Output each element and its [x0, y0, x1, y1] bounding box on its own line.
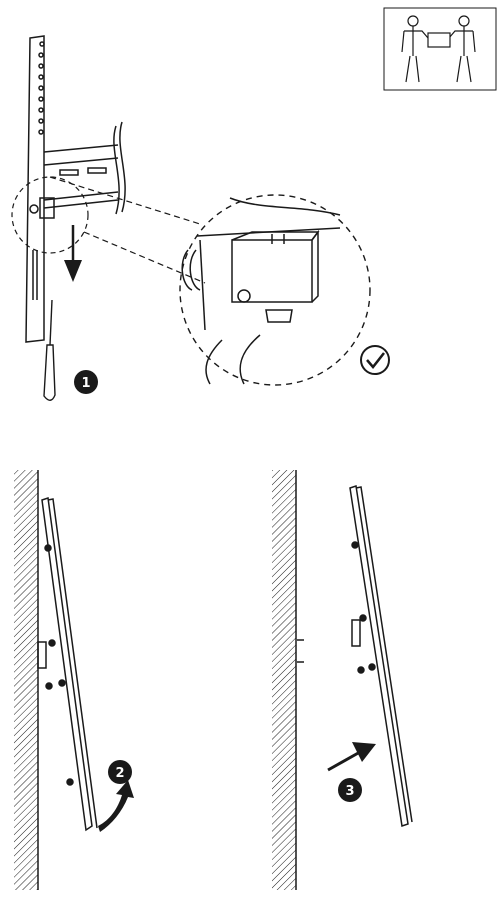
magnified-clip-view	[179, 194, 371, 386]
screwdriver-icon	[43, 299, 56, 401]
step3-wall-view	[272, 470, 413, 890]
step-number-1: 1	[81, 376, 90, 391]
two-person-lift-icon	[383, 7, 497, 91]
step-badge-3: 3	[338, 778, 362, 802]
push-arrow	[327, 742, 376, 772]
step-badge-1: 1	[74, 370, 98, 394]
step-badge-2: 2	[108, 760, 132, 784]
bracket-holes	[38, 41, 45, 135]
down-arrow	[64, 225, 82, 282]
checkmark-icon	[360, 345, 390, 375]
step-number-3: 3	[345, 784, 354, 799]
tilt-arrow	[98, 780, 134, 832]
step2-wall-view	[14, 470, 134, 890]
step-number-2: 2	[115, 766, 124, 781]
step1-bracket-view	[11, 35, 206, 343]
